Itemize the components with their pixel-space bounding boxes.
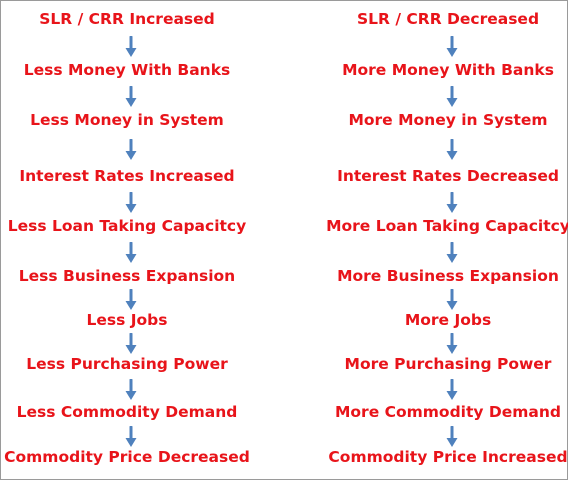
down-arrow-icon	[446, 379, 458, 400]
down-arrow-icon	[446, 242, 458, 263]
flow-step-decrease-5: More Loan Taking Capacitcy	[326, 217, 568, 235]
down-arrow-icon	[446, 333, 458, 354]
down-arrow-icon	[446, 86, 458, 107]
down-arrow-icon	[125, 425, 137, 447]
flow-step-increase-9: Less Commodity Demand	[16, 403, 238, 421]
down-arrow-icon	[125, 192, 137, 213]
down-arrow-icon	[446, 192, 458, 213]
flow-step-decrease-3: More Money in System	[348, 111, 548, 129]
down-arrow-icon	[446, 289, 458, 310]
flow-step-decrease-10: Commodity Price Increased	[328, 448, 568, 466]
flow-step-decrease-9: More Commodity Demand	[334, 403, 562, 421]
flow-step-increase-6: Less Business Expansion	[18, 267, 236, 285]
flow-step-decrease-6: More Business Expansion	[337, 267, 559, 285]
flow-step-increase-7: Less Jobs	[86, 311, 168, 329]
down-arrow-icon	[446, 35, 458, 57]
flow-step-increase-4: Interest Rates Increased	[19, 167, 235, 185]
flow-step-decrease-2: More Money With Banks	[342, 61, 554, 79]
flow-step-increase-8: Less Purchasing Power	[26, 355, 228, 373]
down-arrow-icon	[125, 333, 137, 354]
flow-step-increase-3: Less Money in System	[30, 111, 224, 129]
flow-step-decrease-8: More Purchasing Power	[344, 355, 552, 373]
flow-step-increase-10: Commodity Price Decreased	[4, 448, 250, 466]
down-arrow-icon	[446, 139, 458, 160]
flow-step-decrease-4: Interest Rates Decreased	[337, 167, 559, 185]
flow-step-increase-5: Less Loan Taking Capacitcy	[7, 217, 247, 235]
flow-step-decrease-7: More Jobs	[404, 311, 492, 329]
down-arrow-icon	[125, 379, 137, 400]
down-arrow-icon	[125, 35, 137, 57]
down-arrow-icon	[125, 289, 137, 310]
flow-step-increase-1: SLR / CRR Increased	[39, 10, 215, 28]
down-arrow-icon	[446, 425, 458, 447]
flow-step-increase-2: Less Money With Banks	[23, 61, 231, 79]
down-arrow-icon	[125, 86, 137, 107]
down-arrow-icon	[125, 242, 137, 263]
flow-step-decrease-1: SLR / CRR Decreased	[356, 10, 540, 28]
down-arrow-icon	[125, 139, 137, 160]
